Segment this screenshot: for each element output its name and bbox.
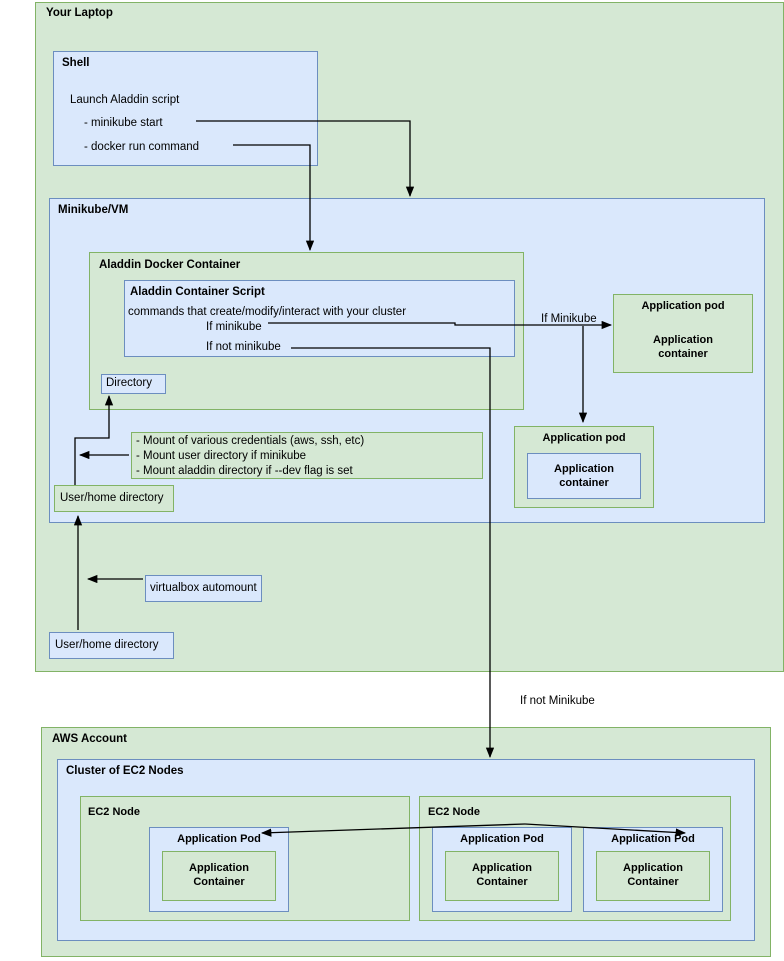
- group-your-laptop-label: Your Laptop: [46, 7, 113, 19]
- group-aladdin-docker-container-label: Aladdin Docker Container: [99, 259, 241, 271]
- node-virtualbox-automount-label: virtualbox automount: [150, 582, 257, 594]
- minikube-application-pod-2-label: Application pod: [542, 432, 626, 444]
- node-vm-user-home-directory-label: User/home directory: [60, 492, 164, 504]
- node-laptop-user-home-directory[interactable]: [49, 632, 174, 659]
- script-branch-if-not-minikube: If not minikube: [206, 341, 281, 353]
- note-mount-line-1: - Mount of various credentials (aws, ssh…: [136, 435, 365, 447]
- ec2-node-2-label: EC2 Node: [428, 806, 480, 818]
- group-shell-label: Shell: [62, 57, 90, 69]
- ec2-node-2-application-container-1-box[interactable]: [445, 851, 559, 901]
- ec2-node-1-application-container-1-box[interactable]: [162, 851, 276, 901]
- shell-launch-text: Launch Aladdin script: [70, 94, 180, 106]
- node-virtualbox-automount[interactable]: [145, 575, 262, 602]
- node-vm-user-home-directory[interactable]: [54, 485, 174, 512]
- ec2-node-2-application-pod-2-label: Application Pod: [611, 833, 695, 845]
- shell-bullet-docker-run: - docker run command: [84, 141, 200, 153]
- group-cluster-of-ec2-nodes-label: Cluster of EC2 Nodes: [66, 765, 184, 777]
- node-directory-label: Directory: [106, 377, 153, 389]
- ec2-node-2-application-pod-1-label: Application Pod: [460, 833, 544, 845]
- script-branch-if-minikube: If minikube: [206, 321, 262, 333]
- group-minikube-vm-label: Minikube/VM: [58, 204, 129, 216]
- note-mount-line-2: - Mount user directory if minikube: [136, 450, 307, 462]
- node-directory[interactable]: [101, 374, 166, 394]
- group-aws-account-label: AWS Account: [52, 733, 127, 745]
- group-aladdin-container-script[interactable]: [124, 280, 515, 357]
- ec2-node-1-label: EC2 Node: [88, 806, 140, 818]
- script-commands-text: commands that create/modify/interact wit…: [128, 306, 407, 318]
- edge-label-if-not-minikube: If not Minikube: [520, 695, 595, 707]
- shell-bullet-minikube-start: - minikube start: [84, 117, 163, 129]
- minikube-application-pod-1-label: Application pod: [641, 300, 725, 312]
- minikube-application-pod-1[interactable]: [613, 294, 753, 373]
- group-aladdin-container-script-label: Aladdin Container Script: [130, 286, 265, 298]
- note-mount-line-3: - Mount aladdin directory if --dev flag …: [136, 465, 353, 477]
- edge-label-if-minikube: If Minikube: [541, 313, 597, 325]
- ec2-node-2-application-container-2-box[interactable]: [596, 851, 710, 901]
- node-laptop-user-home-directory-label: User/home directory: [55, 639, 159, 651]
- ec2-node-1-application-pod-1-label: Application Pod: [177, 833, 261, 845]
- minikube-application-container-2-box[interactable]: [527, 453, 641, 499]
